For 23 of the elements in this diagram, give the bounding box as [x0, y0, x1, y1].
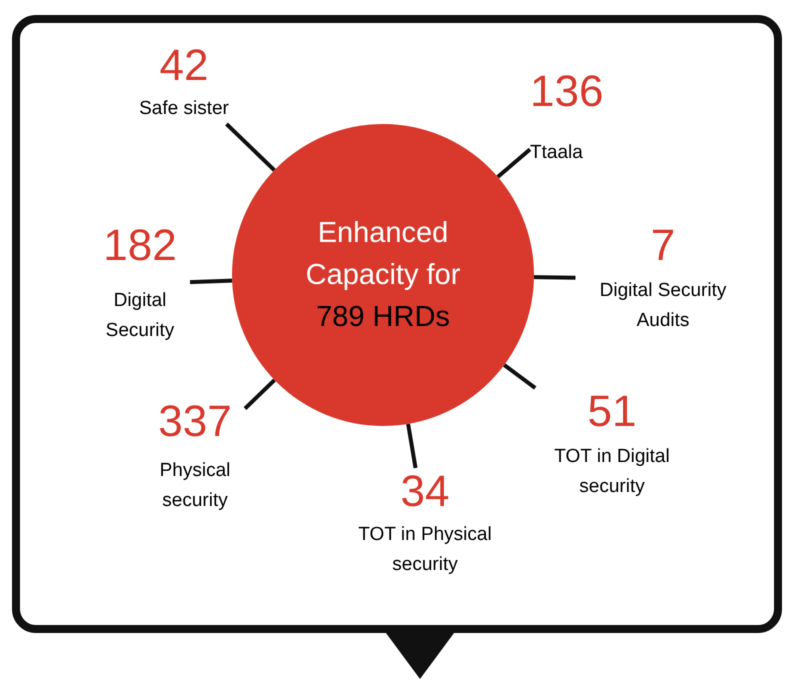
category-label: Digital Security — [104, 289, 176, 343]
category-label: Digital Security Audits — [598, 279, 728, 333]
spoke-line — [225, 122, 276, 172]
circle-total: 789 HRDs — [316, 300, 450, 335]
circle-heading: Enhanced Capacity for — [304, 216, 462, 293]
count-number: 7 — [650, 222, 676, 270]
category-label: Safe sister — [139, 97, 229, 121]
category-label: Physical security — [158, 459, 232, 513]
spoke-line — [534, 275, 576, 280]
count-number: 51 — [588, 388, 636, 436]
spoke-line — [244, 378, 276, 410]
category-label: TOT in Digital security — [553, 445, 671, 499]
spoke-line — [496, 148, 532, 178]
spoke-line — [190, 278, 232, 284]
count-number: 337 — [158, 398, 232, 446]
category-label: TOT in Physical security — [357, 523, 493, 577]
count-number: 34 — [400, 468, 450, 516]
count-number: 136 — [530, 68, 604, 116]
spoke-line — [503, 363, 536, 390]
spoke-line — [406, 424, 418, 468]
count-number: 182 — [103, 222, 177, 270]
count-number: 42 — [160, 42, 208, 90]
category-label: Ttaala — [530, 141, 583, 165]
